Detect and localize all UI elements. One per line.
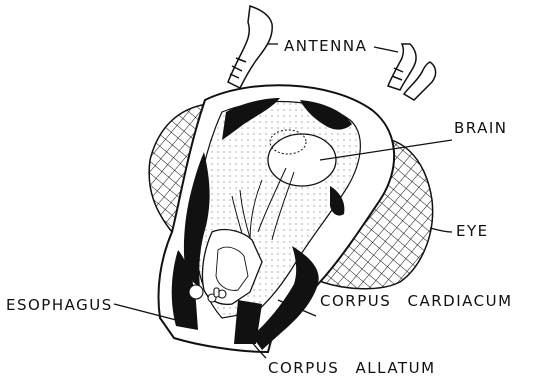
eye-leader: [430, 228, 452, 232]
eye-label: EYE: [456, 224, 489, 239]
esophagus-label: ESOPHAGUS: [6, 298, 113, 313]
right-antenna: [388, 44, 436, 100]
corpus-cardiacum-label: CORPUS CARDIACUM: [320, 294, 513, 309]
antenna-label: ANTENNA: [284, 39, 367, 54]
left-antenna: [228, 6, 272, 88]
brain-label: BRAIN: [454, 121, 508, 136]
antenna-leader-right: [374, 47, 398, 52]
brain: [268, 134, 336, 186]
corpus-allatum-label: CORPUS ALLATUM: [268, 361, 436, 376]
